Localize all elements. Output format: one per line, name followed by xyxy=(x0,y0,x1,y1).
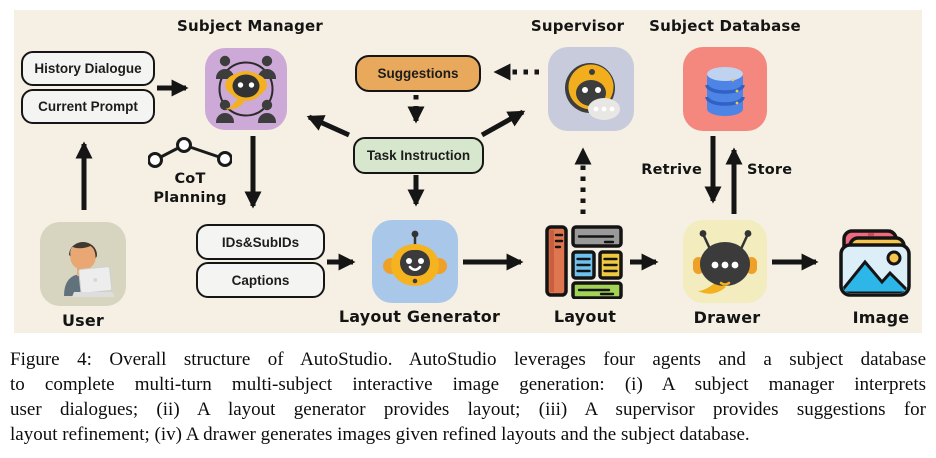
cot-planning-label: CoT Planning xyxy=(153,171,227,206)
drawer-icon xyxy=(683,220,767,303)
ids-subids-box: IDs&SubIDs xyxy=(196,224,325,260)
store-label: Store xyxy=(747,162,793,178)
figure-caption: Figure 4: Overall structure of AutoStudi… xyxy=(10,347,926,447)
caption-line: Figure 4: Overall structure of AutoStudi… xyxy=(10,349,926,370)
history-dialogue-box: History Dialogue xyxy=(21,51,155,86)
subject-manager-icon xyxy=(205,48,287,130)
layout-generator-icon xyxy=(372,220,458,303)
layout-label: Layout xyxy=(553,307,617,326)
layout-generator-label: Layout Generator xyxy=(338,307,501,326)
cot-graph-icon xyxy=(148,137,232,168)
current-prompt-box: Current Prompt xyxy=(21,89,155,124)
user-icon xyxy=(40,222,126,306)
subject-manager-label: Subject Manager xyxy=(177,17,323,35)
database-icon xyxy=(683,47,767,131)
captions-box: Captions xyxy=(196,262,325,298)
drawer-label: Drawer xyxy=(693,308,761,327)
layout-icon xyxy=(545,225,623,299)
caption-line: layout refinement; (iv) A drawer generat… xyxy=(10,424,750,445)
caption-line: user dialogues; (ii) A layout generator … xyxy=(10,399,926,420)
supervisor-icon xyxy=(548,47,634,131)
suggestions-box: Suggestions xyxy=(355,55,481,92)
user-label: User xyxy=(61,311,105,330)
caption-line: to complete multi-turn multi-subject int… xyxy=(10,374,926,395)
retrieve-label: Retrive xyxy=(641,162,702,178)
image-icon xyxy=(839,229,911,297)
subject-database-label: Subject Database xyxy=(649,17,801,35)
image-label: Image xyxy=(852,308,910,327)
supervisor-label: Supervisor xyxy=(530,17,625,35)
task-instruction-box: Task Instruction xyxy=(353,137,484,174)
